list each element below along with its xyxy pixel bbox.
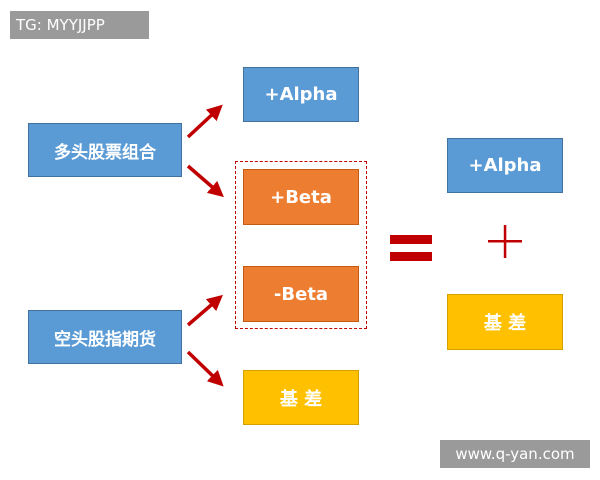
alpha-box-middle: +Alpha: [243, 67, 359, 122]
short-index-futures-box: 空头股指期货: [28, 310, 182, 364]
equals-sign-top: [390, 235, 432, 244]
arrow-portfolio-to-alpha: [186, 104, 223, 139]
long-stock-portfolio-box: 多头股票组合: [28, 123, 182, 177]
arrow-futures-to-basis: [186, 350, 224, 387]
arrow-futures-to-minus-beta: [186, 294, 223, 327]
plus-beta-box: +Beta: [243, 169, 359, 225]
basis-box-middle: 基 差: [243, 370, 359, 425]
beta-dashed-group: [235, 161, 367, 329]
alpha-box-right: +Alpha: [447, 138, 563, 193]
minus-beta-box: -Beta: [243, 266, 359, 322]
arrow-portfolio-to-plus-beta: [186, 164, 224, 198]
basis-box-right: 基 差: [447, 294, 563, 350]
plus-sign-vertical: [503, 225, 507, 258]
equals-sign-bottom: [390, 252, 432, 261]
watermark-bottom: www.q-yan.com: [440, 440, 590, 468]
watermark-top: TG: MYYJJPP: [10, 11, 149, 39]
